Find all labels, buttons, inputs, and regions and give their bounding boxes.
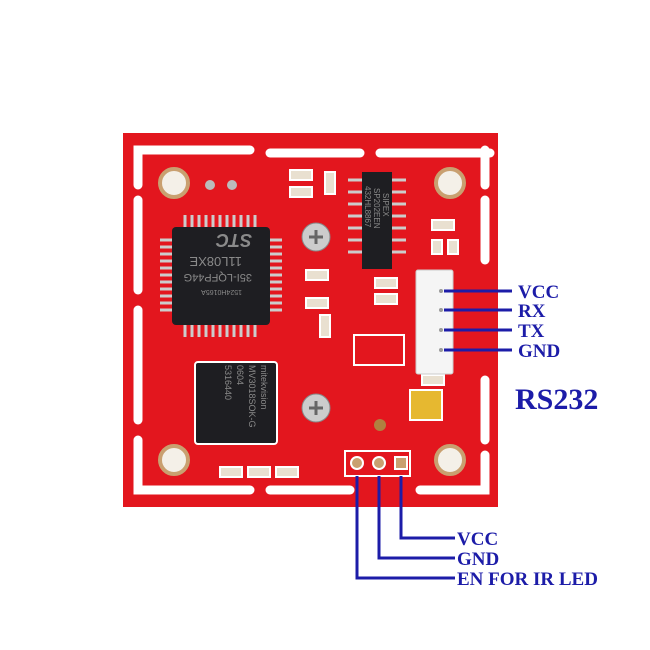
label-rx: RX bbox=[518, 301, 546, 322]
rs232-transceiver-chip: SIPEX SP202EEN 432HL8867 bbox=[348, 172, 406, 269]
label-tx: TX bbox=[518, 321, 545, 342]
svg-text:5316440: 5316440 bbox=[223, 365, 233, 400]
rs232-title: RS232 bbox=[515, 383, 598, 416]
svg-text:35I-LQFP44G: 35I-LQFP44G bbox=[184, 271, 252, 283]
mounting-holes bbox=[158, 167, 466, 476]
svg-text:11L08XE: 11L08XE bbox=[189, 254, 242, 269]
sensor-chip: mitekvision MV3018SOK-G 0604 5316440 bbox=[194, 361, 278, 445]
uart-connector bbox=[415, 269, 454, 375]
svg-text:SIPEX: SIPEX bbox=[381, 193, 390, 217]
label-en-ir-led: EN FOR IR LED bbox=[457, 569, 598, 590]
svg-text:SP202EEN: SP202EEN bbox=[372, 188, 381, 229]
label-gnd-uart: GND bbox=[518, 341, 560, 362]
label-gnd-power: GND bbox=[457, 549, 499, 570]
label-vcc-power: VCC bbox=[457, 529, 498, 550]
svg-text:0604: 0604 bbox=[235, 365, 245, 385]
svg-text:STC: STC bbox=[215, 230, 252, 250]
board-frame bbox=[133, 145, 495, 495]
screw-icon bbox=[301, 222, 331, 423]
label-vcc-uart: VCC bbox=[518, 282, 559, 303]
tantalum-capacitor bbox=[409, 389, 443, 421]
svg-text:MV3018SOK-G: MV3018SOK-G bbox=[247, 365, 257, 428]
svg-text:1524H0165A: 1524H0165A bbox=[201, 288, 242, 295]
annotation-lines bbox=[355, 289, 512, 580]
svg-text:mitekvision: mitekvision bbox=[259, 365, 269, 410]
mcu-chip: 1524H0165A 35I-LQFP44G 11L08XE STC bbox=[160, 215, 282, 337]
svg-text:432HL8867: 432HL8867 bbox=[363, 186, 372, 228]
smd-components bbox=[219, 169, 459, 478]
